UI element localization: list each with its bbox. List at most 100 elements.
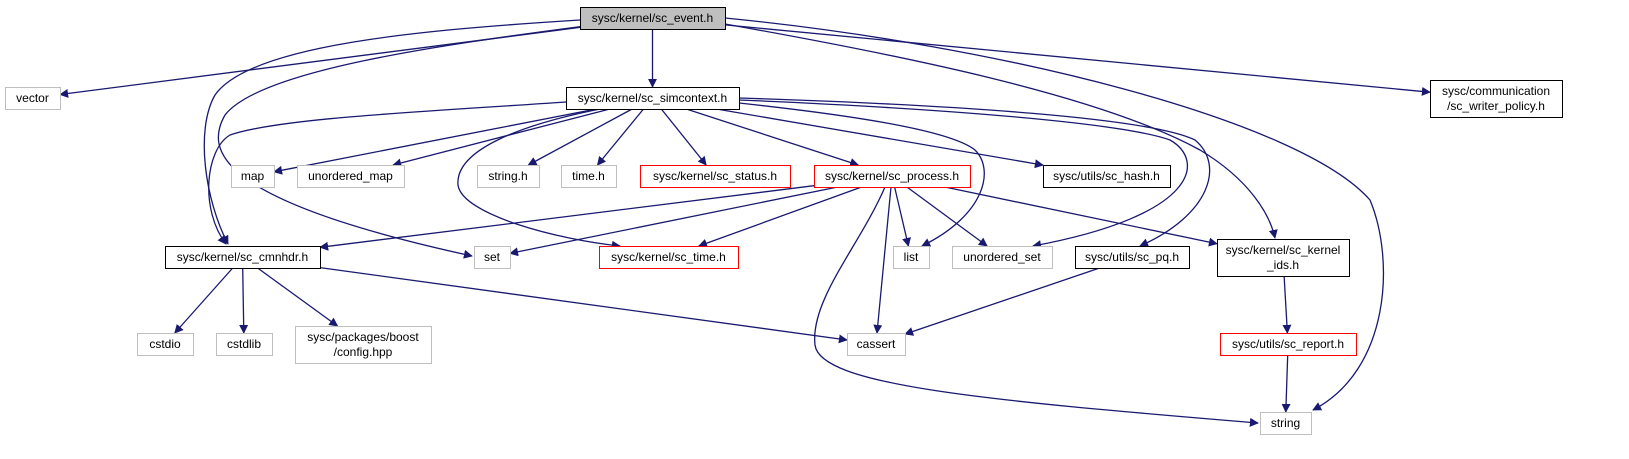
node-box (295, 326, 432, 364)
node-root[interactable]: sysc/kernel/sc_event.h (580, 7, 726, 30)
node-label: unordered_map (308, 169, 393, 183)
node-box (165, 246, 321, 269)
node-kernel-ids[interactable]: sysc/kernel/sc_kernel_ids.h (1217, 239, 1350, 277)
node-sc-cmnhdr[interactable]: sysc/kernel/sc_cmnhdr.h (165, 246, 321, 269)
node-box (231, 165, 275, 188)
node-label: map (241, 169, 265, 183)
edge-line (596, 108, 645, 166)
edge-simcontext-to-sc_cmnhdr (208, 101, 567, 245)
node-box (566, 87, 740, 110)
edge-line (239, 267, 249, 334)
node-box (216, 333, 273, 356)
node-box (893, 246, 930, 269)
node-label: cstdio (149, 337, 181, 351)
edge-sc_process-to-set (509, 186, 838, 257)
node-label: set (484, 250, 501, 264)
edge-line (660, 108, 707, 166)
edge-line (319, 266, 848, 344)
node-box (1217, 239, 1350, 277)
edge-sc_process-to-unordered_set (906, 186, 988, 247)
edge-sc_cmnhdr-to-boost_config (257, 267, 339, 327)
node-box (561, 165, 617, 188)
edge-sc_cmnhdr-to-cassert (319, 266, 848, 344)
edge-line (457, 108, 621, 250)
node-simcontext[interactable]: sysc/kernel/sc_simcontext.h (566, 87, 740, 110)
node-label: sysc/communication (1442, 84, 1550, 98)
node-boost-config: sysc/packages/boost/config.hpp (295, 326, 432, 364)
edge-line (738, 97, 1211, 247)
edge-root-to-set (217, 25, 586, 259)
edge-simcontext-to-sc_status (660, 108, 707, 166)
edge-root-to-writer_policy (724, 24, 1431, 96)
node-label: string.h (488, 169, 527, 183)
edge-line (814, 186, 1259, 427)
node-label: string (1271, 416, 1300, 430)
edge-line (174, 267, 234, 334)
node-box (477, 165, 540, 188)
edge-sc_process-to-cassert (873, 186, 892, 334)
node-cassert: cassert (847, 333, 906, 356)
edge-line (738, 99, 1189, 249)
node-box (1260, 412, 1312, 435)
node-unordered-map: unordered_map (297, 165, 405, 188)
node-sc-time[interactable]: sysc/kernel/sc_time.h (599, 246, 739, 269)
node-label: sysc/packages/boost (307, 330, 419, 344)
node-label: sysc/utils/sc_hash.h (1053, 169, 1160, 183)
node-sc-process[interactable]: sysc/kernel/sc_process.h (814, 165, 971, 188)
node-label: unordered_set (963, 250, 1041, 264)
edge-sc_pq-to-cassert (904, 267, 1100, 336)
node-label: sysc/kernel/sc_simcontext.h (578, 91, 727, 105)
edge-simcontext-to-sc_hash (716, 108, 1044, 169)
edge-simcontext-to-time_h (596, 108, 645, 166)
edge-sc_process-to-list (893, 186, 911, 247)
edge-sc_cmnhdr-to-cstdio (174, 267, 234, 334)
edge-line (944, 186, 1218, 247)
edge-line (873, 186, 892, 334)
edge-simcontext-to-unordered_map (392, 108, 611, 168)
node-box (1043, 165, 1171, 188)
edge-line (509, 186, 838, 257)
node-string-h: string.h (477, 165, 540, 188)
edges-layer (59, 17, 1431, 427)
node-sc-hash[interactable]: sysc/utils/sc_hash.h (1043, 165, 1171, 188)
node-unordered-set: unordered_set (952, 246, 1053, 269)
edge-sc_cmnhdr-to-cstdlib (239, 267, 249, 334)
edge-sc_report-to-string (1281, 354, 1291, 413)
edge-line (716, 108, 1044, 169)
node-sc-pq[interactable]: sysc/utils/sc_pq.h (1075, 246, 1190, 269)
node-label: sysc/kernel/sc_time.h (611, 250, 726, 264)
edge-line (904, 267, 1100, 336)
edge-simcontext-to-map (273, 108, 597, 175)
node-box (137, 333, 194, 356)
edge-line (1281, 354, 1291, 413)
node-box (1430, 80, 1563, 118)
edge-line (217, 25, 586, 259)
edge-line (392, 108, 611, 168)
node-label: sysc/kernel/sc_cmnhdr.h (177, 250, 308, 264)
node-sc-status[interactable]: sysc/kernel/sc_status.h (640, 165, 791, 188)
edge-sc_process-to-string (814, 186, 1259, 427)
node-cstdlib: cstdlib (216, 333, 273, 356)
edge-simcontext-to-sc_pq (738, 97, 1211, 247)
edge-line (724, 23, 1278, 239)
node-box (1220, 333, 1357, 356)
node-list: list (893, 246, 930, 269)
node-label: cstdlib (227, 337, 261, 351)
node-map: map (231, 165, 275, 188)
node-label: cassert (857, 337, 896, 351)
edge-simcontext-to-list (738, 102, 985, 247)
edge-simcontext-to-sc_time (457, 108, 621, 250)
node-writer-policy[interactable]: sysc/communication/sc_writer_policy.h (1430, 80, 1563, 118)
node-box (847, 333, 906, 356)
node-sc-report[interactable]: sysc/utils/sc_report.h (1220, 333, 1357, 356)
node-label: _ids.h (1266, 258, 1299, 272)
edge-root-to-sc_cmnhdr (203, 19, 581, 245)
node-box (599, 246, 739, 269)
edge-simcontext-to-sc_process (686, 108, 860, 167)
node-label: sysc/utils/sc_pq.h (1085, 250, 1179, 264)
node-label: sysc/kernel/sc_event.h (592, 11, 713, 25)
node-box (474, 246, 511, 269)
node-label: time.h (572, 169, 605, 183)
